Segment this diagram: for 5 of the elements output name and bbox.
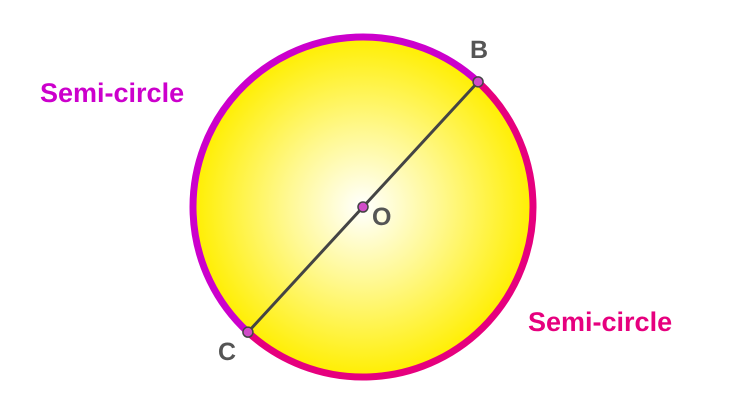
arc-label: Semi-circle xyxy=(528,309,672,336)
point-label: B xyxy=(470,38,488,63)
arc-label: Semi-circle xyxy=(40,80,184,107)
point-label: O xyxy=(372,205,392,230)
point-label: C xyxy=(218,340,236,365)
